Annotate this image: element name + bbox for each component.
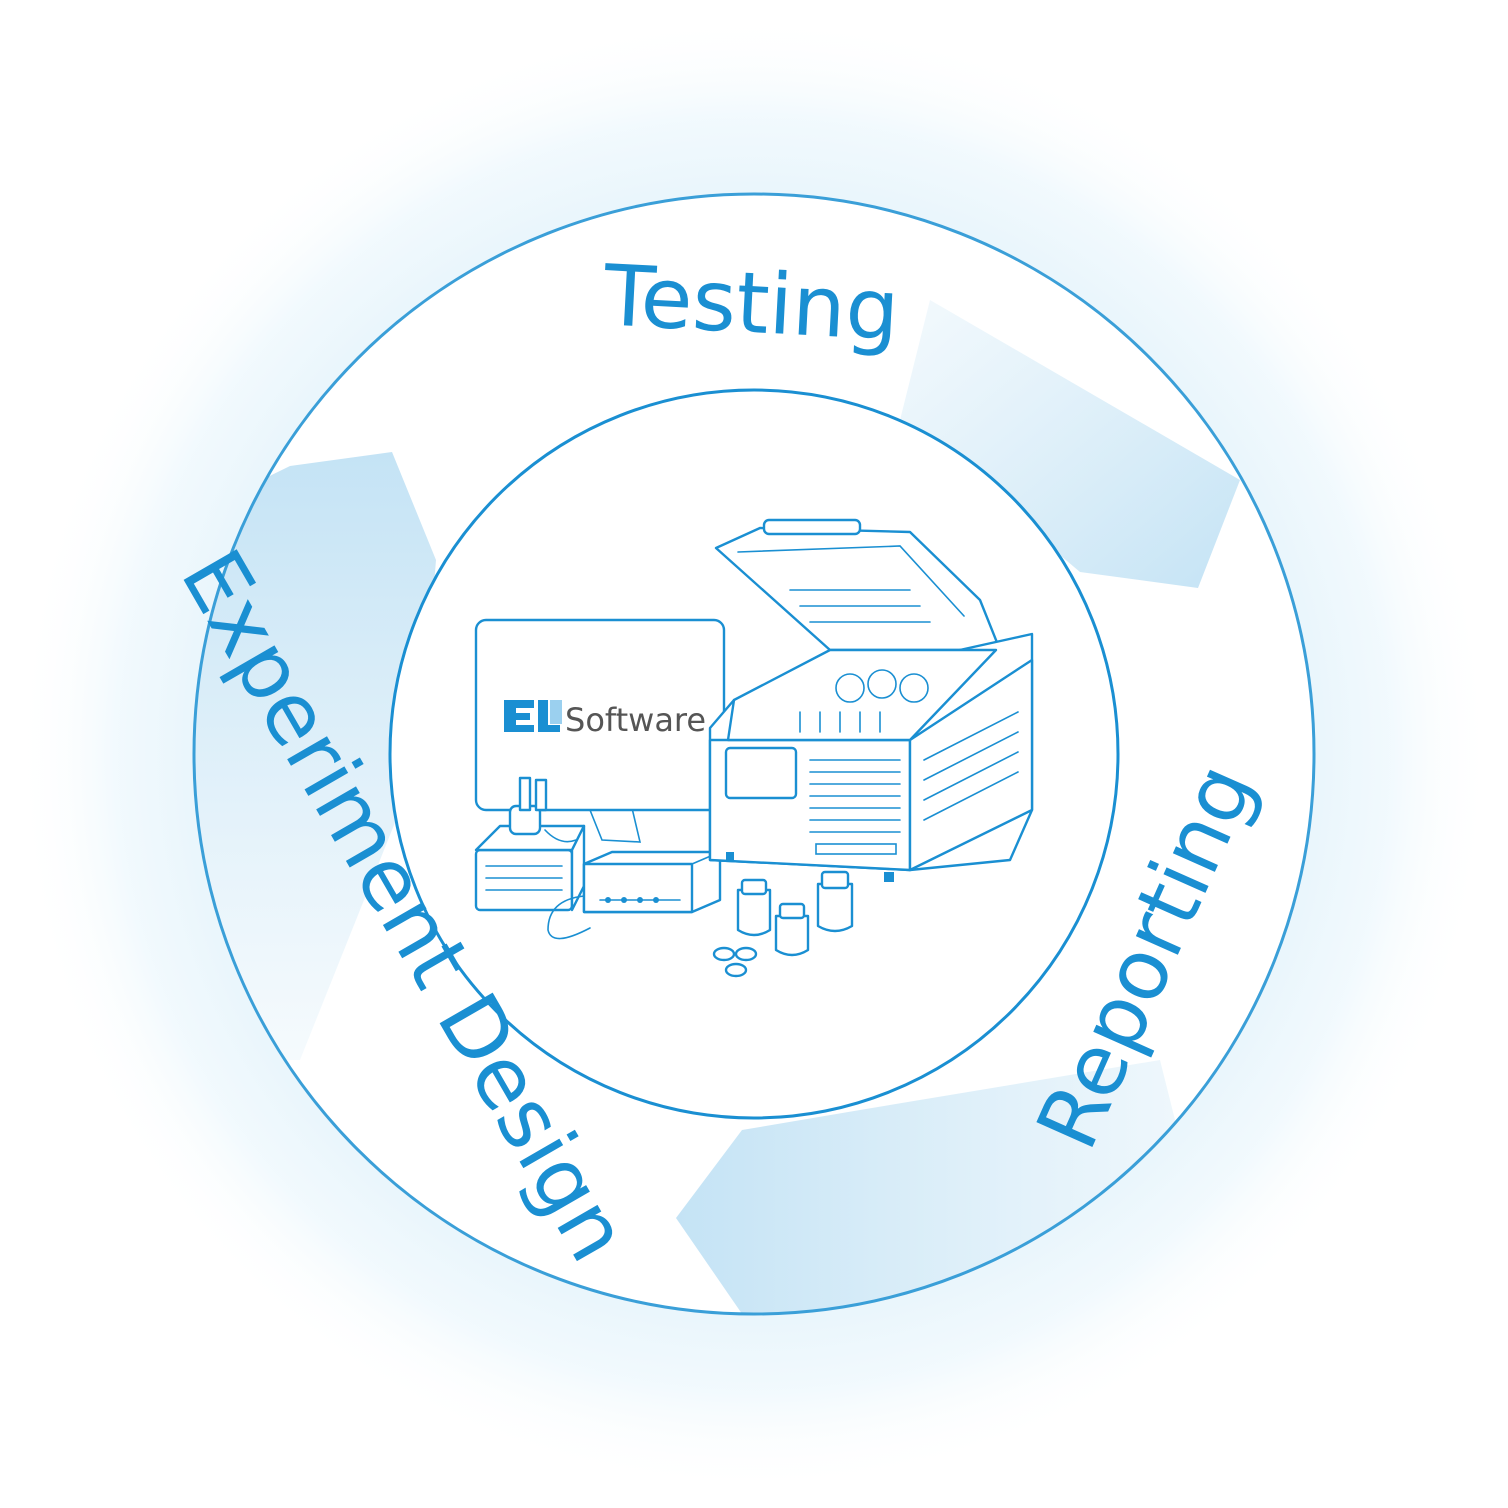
small-device <box>474 776 586 912</box>
control-box <box>547 850 722 940</box>
equipment-illustration: Software <box>474 518 1034 978</box>
monitor: Software <box>474 618 726 843</box>
logo-word: Software <box>565 701 706 739</box>
arrow-testing-to-reporting <box>900 300 1240 588</box>
outer-ring <box>192 192 1316 1316</box>
arrow-design-to-testing <box>194 452 436 1060</box>
label-testing: Testing <box>601 246 902 359</box>
climate-chamber <box>708 518 1034 882</box>
test-cells <box>712 870 854 978</box>
el-software-logo: Software <box>504 700 706 739</box>
